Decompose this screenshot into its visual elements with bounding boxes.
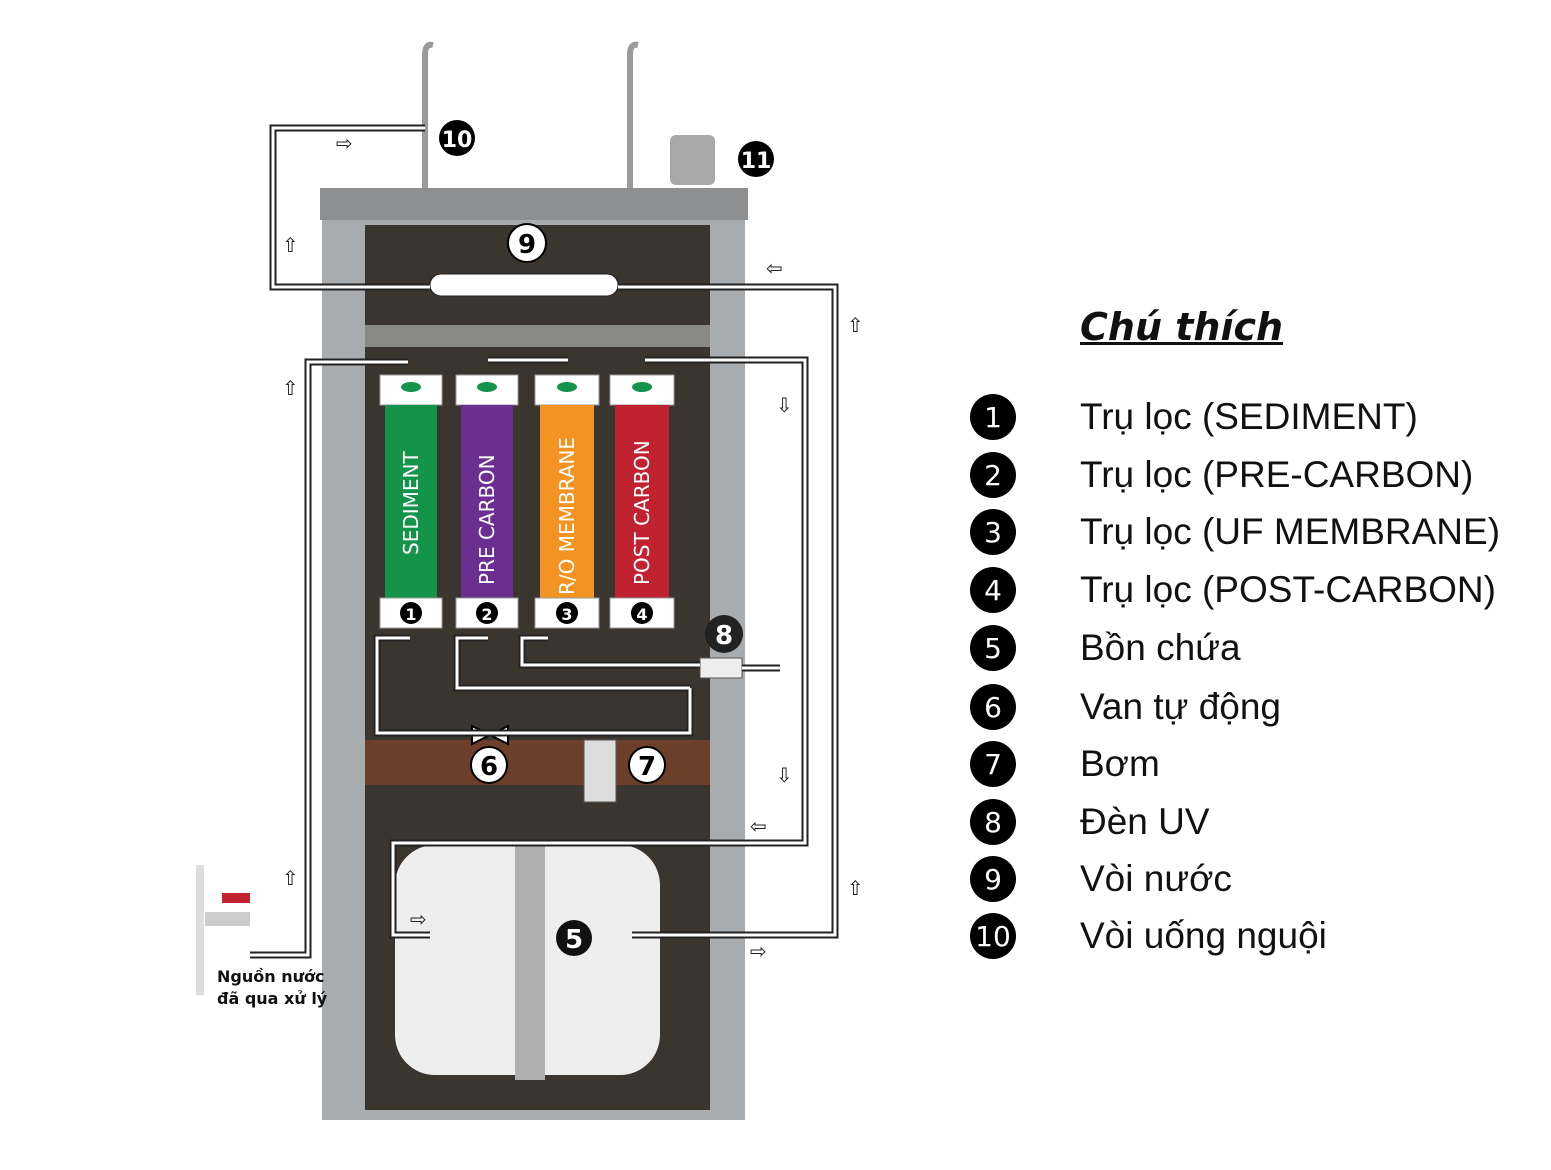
svg-text:8: 8 — [715, 621, 733, 651]
legend-item: 7 Bơm — [970, 739, 1160, 789]
filter-body — [461, 405, 513, 598]
arrow-icon: ⇧ — [282, 376, 299, 400]
arrow-icon: ⇩ — [776, 763, 793, 787]
brand-logo — [477, 382, 497, 392]
marker-8: 8 — [705, 615, 743, 653]
pump — [583, 739, 617, 803]
uv-lamp — [699, 657, 743, 679]
filter-number: 3 — [561, 605, 572, 624]
legend-item: 5 Bồn chứa — [970, 623, 1241, 673]
faucet-10 — [422, 41, 639, 190]
storage-tank — [395, 840, 660, 1080]
flow-arrows: ⇨ ⇧ ⇧ ⇧ ⇧ ⇧ ⇦ ⇩ ⇩ ⇦ ⇨ ⇨ — [282, 131, 864, 963]
legend-number-badge: 4 — [970, 567, 1016, 613]
legend-number-badge: 3 — [970, 509, 1016, 555]
legend-item: 8 Đèn UV — [970, 797, 1210, 847]
marker-9: 9 — [507, 223, 547, 263]
filter-label: POST CARBON — [630, 440, 654, 585]
svg-text:10: 10 — [442, 128, 473, 153]
water-source-label: Nguồn nước đã qua xử lý — [217, 967, 328, 1008]
brand-logo — [632, 382, 652, 392]
arrow-icon: ⇨ — [410, 907, 427, 931]
legend-text: Vòi uống nguội — [1080, 915, 1327, 956]
legend-number-badge: 6 — [970, 684, 1016, 730]
legend-number-badge: 5 — [970, 625, 1016, 671]
marker-10: 10 — [439, 120, 475, 156]
markers: 10 11 9 8 6 7 5 — [439, 120, 774, 956]
svg-text:9: 9 — [518, 230, 536, 260]
filter-body — [615, 405, 669, 598]
legend-number-badge: 8 — [970, 799, 1016, 845]
filter-body — [385, 405, 437, 598]
filter-number: 4 — [636, 605, 647, 624]
svg-text:5: 5 — [565, 925, 583, 955]
filter-1: SEDIMENT 1 — [379, 374, 443, 629]
filter-4: POST CARBON 4 — [609, 374, 675, 629]
sink-basin — [320, 188, 748, 220]
arrow-icon: ⇧ — [847, 876, 864, 900]
brand-logo — [401, 382, 421, 392]
upper-shelf — [365, 325, 710, 347]
brand-logo — [557, 382, 577, 392]
filter-columns: SEDIMENT 1 PRE CARBON 2 R/O MEMBRANE 3 P… — [379, 374, 675, 629]
arrow-icon: ⇧ — [282, 233, 299, 257]
legend-number-badge: 7 — [970, 741, 1016, 787]
legend-text: Van tự động — [1080, 686, 1282, 727]
marker-6: 6 — [470, 746, 508, 784]
filter-label: R/O MEMBRANE — [555, 437, 579, 595]
arrow-icon: ⇦ — [750, 814, 767, 838]
legend-item: 3 Trụ lọc (UF MEMBRANE) — [970, 507, 1500, 557]
legend-text: Đèn UV — [1080, 801, 1210, 842]
legend-item: 10 Vòi uống nguội — [970, 911, 1327, 961]
faucet-11 — [670, 135, 715, 185]
filter-body — [540, 405, 594, 598]
legend-item: 1 Trụ lọc (SEDIMENT) — [970, 392, 1418, 442]
arrow-icon: ⇧ — [847, 313, 864, 337]
water-source-tap-icon — [196, 865, 250, 995]
arrow-icon: ⇨ — [750, 939, 767, 963]
arrow-icon: ⇦ — [766, 256, 783, 280]
legend-text: Bơm — [1080, 743, 1160, 784]
svg-text:6: 6 — [480, 752, 498, 782]
svg-text:11: 11 — [741, 149, 772, 174]
filter-2: PRE CARBON 2 — [455, 374, 519, 629]
marker-5: 5 — [556, 920, 592, 956]
legend-text: Vòi nước — [1080, 858, 1232, 899]
legend-number-badge: 9 — [970, 856, 1016, 902]
filter-number: 1 — [405, 605, 416, 624]
filter-3: R/O MEMBRANE 3 — [534, 374, 600, 629]
legend-text: Trụ lọc (SEDIMENT) — [1080, 396, 1418, 437]
filter-label: SEDIMENT — [399, 451, 423, 555]
arrow-icon: ⇧ — [282, 866, 299, 890]
arrow-icon: ⇨ — [336, 131, 353, 155]
flow-pipes — [250, 124, 839, 959]
legend-title: Chú thích — [1080, 305, 1284, 349]
legend-text: Trụ lọc (UF MEMBRANE) — [1080, 511, 1501, 552]
legend-item: 6 Van tự động — [970, 682, 1281, 732]
arrow-icon: ⇩ — [776, 393, 793, 417]
legend-item: 9 Vòi nước — [970, 854, 1232, 904]
marker-7: 7 — [628, 746, 666, 784]
marker-11: 11 — [738, 141, 774, 177]
faucet-9 — [429, 273, 619, 297]
filter-label: PRE CARBON — [475, 454, 499, 585]
legend-number-badge: 10 — [970, 913, 1016, 959]
legend-text: Bồn chứa — [1080, 627, 1241, 668]
legend-item: 4 Trụ lọc (POST-CARBON) — [970, 565, 1496, 615]
legend-number-badge: 2 — [970, 452, 1016, 498]
legend-item: 2 Trụ lọc (PRE-CARBON) — [970, 450, 1473, 500]
legend-number-badge: 1 — [970, 394, 1016, 440]
svg-text:7: 7 — [638, 752, 656, 782]
legend-text: Trụ lọc (PRE-CARBON) — [1080, 454, 1474, 495]
filter-number: 2 — [481, 605, 492, 624]
legend-text: Trụ lọc (POST-CARBON) — [1080, 569, 1496, 610]
